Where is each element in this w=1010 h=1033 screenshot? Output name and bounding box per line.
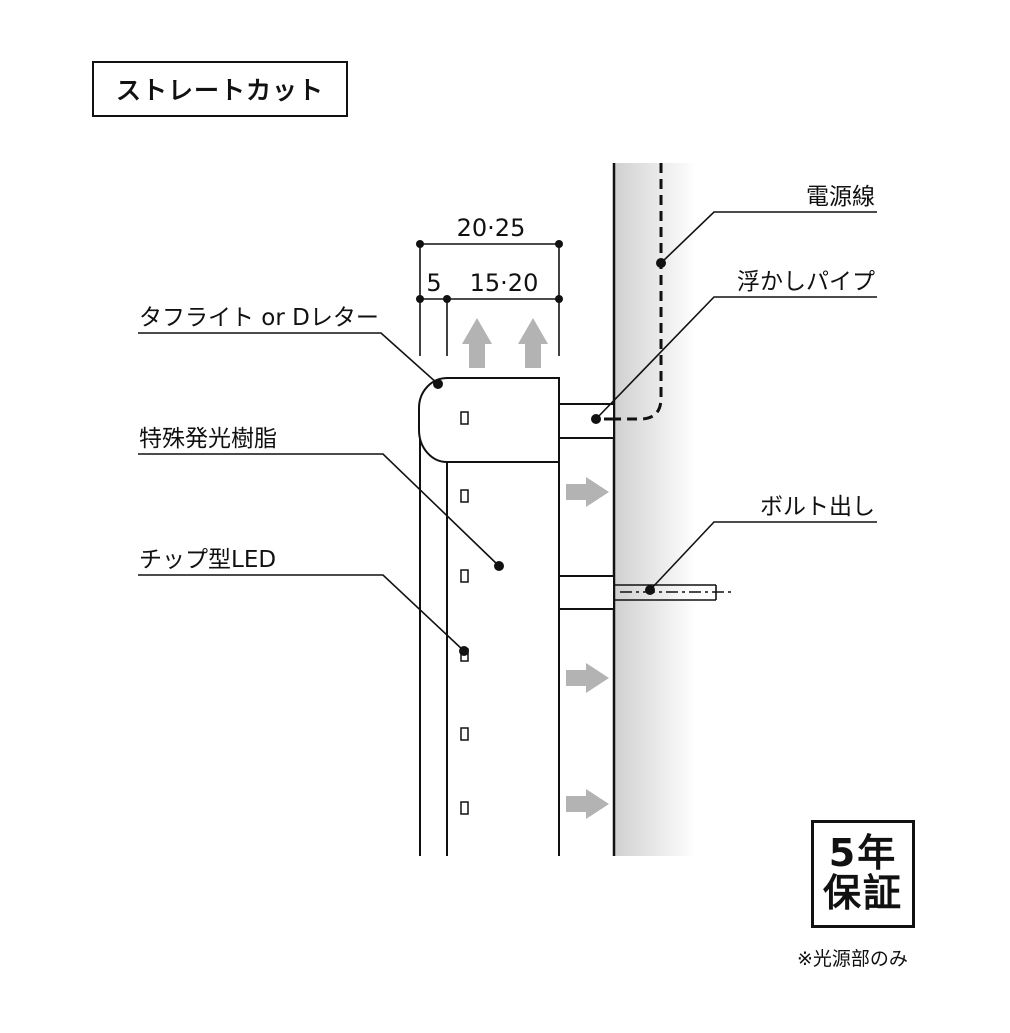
label-floating-pipe: 浮かしパイプ [737, 269, 875, 295]
led-chip [460, 569, 469, 583]
side-light-arrows [566, 477, 609, 819]
right-arrow-icon [566, 663, 609, 693]
leader-lines [138, 211, 877, 656]
warranty-years: 5年 [828, 831, 898, 876]
dimension-inner-right: 15·20 [470, 269, 539, 297]
dimension-outer-width: 20·25 [457, 214, 526, 242]
label-resin: 特殊発光樹脂 [139, 426, 277, 452]
dimension-lines [416, 240, 563, 356]
bolt [614, 584, 732, 601]
label-letter: タフライト or Dレター [139, 305, 379, 331]
warranty-badge: 5年 保証 [811, 820, 915, 928]
led-chip [460, 727, 469, 741]
label-power-cable: 電源線 [806, 184, 875, 210]
dimension-inner-left: 5 [426, 269, 441, 297]
wall [614, 163, 696, 856]
led-chip [460, 489, 469, 503]
letter-body [418, 377, 560, 856]
label-led: チップ型LED [139, 547, 276, 573]
warranty-label: 保証 [822, 871, 903, 915]
right-arrow-icon [566, 477, 609, 507]
up-arrow-icon [518, 318, 548, 368]
right-arrow-icon [566, 789, 609, 819]
led-chip [460, 801, 469, 815]
led-chip [460, 411, 469, 425]
bolt-spacer [558, 575, 615, 610]
label-bolt: ボルト出し [760, 494, 875, 520]
title-box: ストレートカット [92, 61, 348, 117]
title-text: ストレートカット [115, 76, 324, 105]
upward-light-arrows [462, 318, 548, 368]
up-arrow-icon [462, 318, 492, 368]
led-chips [460, 411, 469, 815]
warranty-note: ※光源部のみ [797, 948, 908, 970]
